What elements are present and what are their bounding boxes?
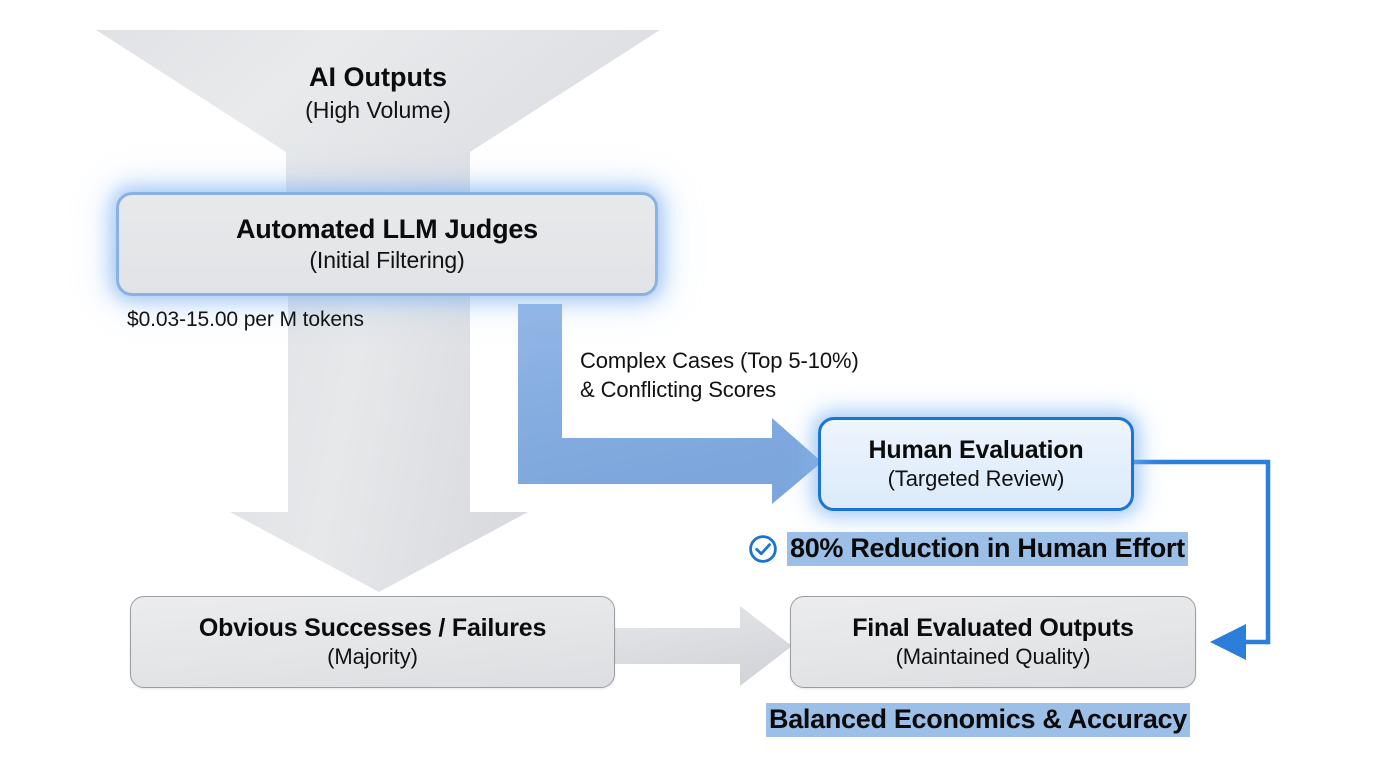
check-circle-icon (749, 535, 777, 563)
node-obvious-successes-failures[interactable]: Obvious Successes / Failures (Majority) (130, 596, 615, 688)
reduction-text: 80% Reduction in Human Effort (787, 532, 1188, 567)
funnel-shape (96, 30, 660, 196)
final-subtitle: (Maintained Quality) (895, 644, 1091, 670)
funnel-title: AI Outputs (309, 62, 447, 92)
reduction-callout: 80% Reduction in Human Effort (748, 532, 1188, 567)
funnel-subtitle: (High Volume) (305, 97, 451, 123)
obvious-title: Obvious Successes / Failures (198, 614, 547, 643)
escalation-caption-line1: Complex Cases (Top 5-10%) (580, 348, 859, 373)
final-title: Final Evaluated Outputs (852, 614, 1134, 643)
node-human-evaluation[interactable]: Human Evaluation (Targeted Review) (818, 417, 1134, 511)
node-final-evaluated-outputs[interactable]: Final Evaluated Outputs (Maintained Qual… (790, 596, 1196, 688)
human-subtitle: (Targeted Review) (887, 466, 1065, 492)
escalation-caption: Complex Cases (Top 5-10%) & Conflicting … (580, 346, 859, 405)
judge-title: Automated LLM Judges (235, 214, 538, 245)
grey-right-arrow-icon (612, 606, 792, 686)
obvious-subtitle: (Majority) (327, 644, 418, 670)
escalation-caption-line2: & Conflicting Scores (580, 377, 777, 403)
human-title: Human Evaluation (868, 436, 1084, 465)
cost-label: $0.03-15.00 per M tokens (127, 308, 364, 331)
node-automated-llm-judges[interactable]: Automated LLM Judges (Initial Filtering) (116, 192, 658, 296)
grey-down-arrow-icon (230, 292, 528, 592)
balanced-callout: Balanced Economics & Accuracy (766, 703, 1190, 738)
judge-subtitle: (Initial Filtering) (309, 247, 465, 274)
blue-elbow-arrow-icon (518, 304, 822, 504)
feedback-loop-arrow-icon (1128, 459, 1271, 660)
funnel-label: AI Outputs (High Volume) (96, 62, 660, 124)
